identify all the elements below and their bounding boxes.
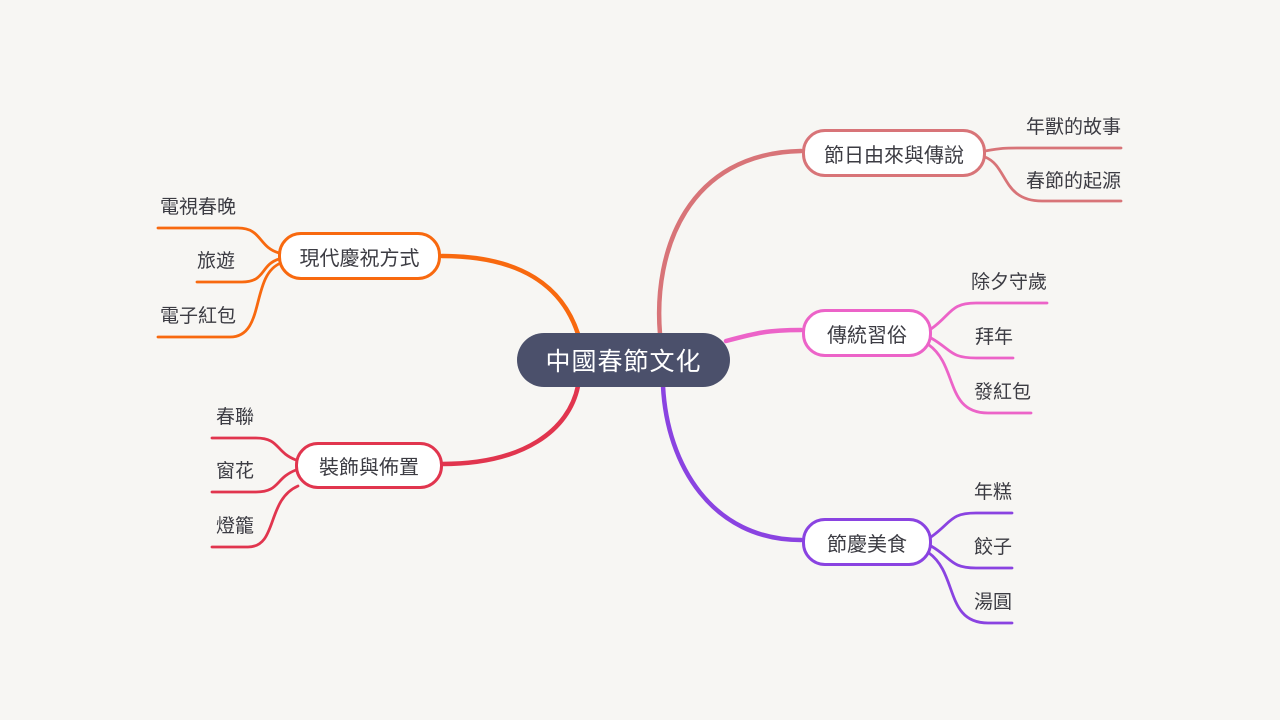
branch-node-customs[interactable]: 傳統習俗 bbox=[802, 309, 932, 357]
leaf-origin-1[interactable]: 春節的起源 bbox=[1025, 171, 1121, 192]
child-line-food-0 bbox=[929, 511, 1014, 539]
child-line-origin-0 bbox=[983, 146, 1123, 153]
branch-curve-modern bbox=[439, 253, 581, 337]
branch-node-food-label: 節慶美食 bbox=[827, 533, 907, 556]
branch-node-modern-label: 現代慶祝方式 bbox=[299, 247, 420, 270]
leaf-decoration-0[interactable]: 春聯 bbox=[216, 407, 255, 428]
leaf-modern-0[interactable]: 電視春晚 bbox=[160, 197, 237, 218]
root-node-label: 中國春節文化 bbox=[545, 348, 702, 376]
child-line-customs-2 bbox=[927, 343, 1033, 415]
child-line-decoration-2 bbox=[210, 484, 300, 549]
leaf-modern-2[interactable]: 電子紅包 bbox=[160, 306, 237, 327]
leaf-food-1[interactable]: 餃子 bbox=[973, 537, 1012, 558]
branch-node-origin[interactable]: 節日由來與傳說 bbox=[802, 129, 986, 177]
child-line-modern-0 bbox=[156, 226, 281, 255]
leaf-decoration-1[interactable]: 窗花 bbox=[216, 461, 255, 482]
leaf-decoration-2[interactable]: 燈籠 bbox=[216, 516, 255, 537]
leaf-food-2[interactable]: 湯圓 bbox=[973, 592, 1012, 613]
leaf-food-0[interactable]: 年糕 bbox=[973, 482, 1012, 503]
branch-node-decoration[interactable]: 裝飾與佈置 bbox=[295, 442, 443, 489]
child-line-modern-1 bbox=[195, 257, 281, 284]
leaf-origin-0[interactable]: 年獸的故事 bbox=[1025, 117, 1121, 138]
branch-node-decoration-label: 裝飾與佈置 bbox=[319, 457, 419, 479]
branch-curve-origin bbox=[656, 148, 804, 337]
child-line-decoration-1 bbox=[210, 468, 298, 494]
branch-curve-decoration bbox=[439, 383, 581, 467]
branch-node-customs-label: 傳統習俗 bbox=[827, 324, 907, 347]
child-line-customs-1 bbox=[929, 336, 1015, 360]
branch-node-food[interactable]: 節慶美食 bbox=[802, 518, 932, 566]
leaf-modern-1[interactable]: 旅遊 bbox=[197, 251, 236, 272]
child-line-food-1 bbox=[929, 544, 1014, 570]
child-line-origin-1 bbox=[983, 155, 1123, 203]
root-node[interactable]: 中國春節文化 bbox=[517, 333, 730, 387]
leaf-customs-2[interactable]: 發紅包 bbox=[973, 382, 1031, 403]
branch-curve-food bbox=[660, 383, 804, 543]
leaf-customs-0[interactable]: 除夕守歲 bbox=[970, 272, 1047, 293]
leaf-customs-1[interactable]: 拜年 bbox=[974, 327, 1013, 348]
branch-curve-customs bbox=[723, 327, 804, 344]
branch-node-origin-label: 節日由來與傳說 bbox=[824, 144, 964, 167]
child-line-decoration-0 bbox=[210, 436, 298, 462]
child-line-food-2 bbox=[927, 551, 1014, 625]
branch-node-modern[interactable]: 現代慶祝方式 bbox=[278, 232, 441, 280]
child-line-modern-2 bbox=[156, 261, 283, 339]
child-line-customs-0 bbox=[929, 301, 1049, 331]
